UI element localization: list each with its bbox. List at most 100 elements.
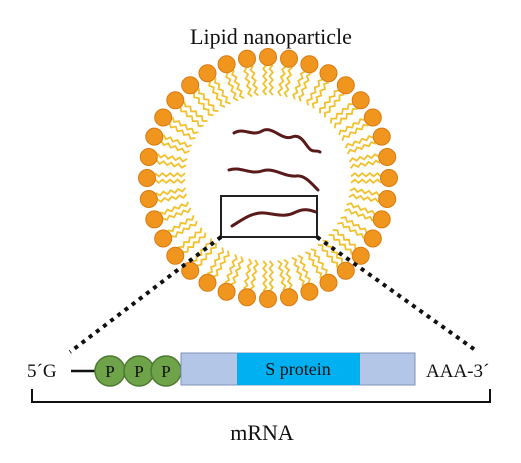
lipid-tail (230, 69, 245, 100)
lipid-tail (193, 92, 214, 117)
lipid-tail (277, 259, 287, 291)
lipid-tail (182, 232, 207, 253)
lipid-tail (310, 248, 328, 276)
lipid-head (166, 91, 185, 110)
lipid-tail (350, 172, 382, 178)
zoom-line-left (68, 235, 223, 354)
lipid-tail (249, 259, 259, 291)
lipid-tail (291, 256, 306, 287)
lipid-tail (317, 243, 338, 268)
lipid-tails (154, 64, 382, 292)
lipid-tail (155, 187, 187, 197)
lipid-tail (168, 122, 196, 140)
lipid-tail (162, 207, 192, 222)
lipid-head (363, 108, 382, 127)
zoom-box (220, 195, 318, 238)
lipid-tail (178, 227, 203, 248)
lipid-tail (311, 81, 330, 109)
phosphate-group-1: P (94, 355, 126, 387)
mrna-label: mRNA (230, 420, 294, 445)
lipid-head (378, 190, 397, 208)
phosphate-label-3: P (161, 362, 170, 381)
lipid-tail (283, 66, 293, 98)
lipid-head (139, 190, 158, 208)
lipid-tail (344, 134, 374, 149)
lipid-head (217, 55, 236, 74)
lipid-tail (159, 201, 190, 216)
diagram-title: Lipid nanoparticle (190, 24, 352, 49)
lipid-head (259, 48, 277, 66)
lipid-head (363, 229, 382, 248)
lipid-tail (249, 65, 259, 97)
lipid-tail (262, 260, 268, 292)
lipid-tail (348, 153, 380, 163)
lipid-head (336, 76, 355, 95)
lipid-tail (298, 72, 312, 102)
mrna-strand-1 (232, 128, 322, 154)
s-protein-label: S protein (265, 359, 331, 379)
lipid-tail (346, 140, 377, 155)
lipid-head (166, 246, 185, 265)
lipid-head (300, 282, 319, 301)
lipid-tail (328, 234, 353, 255)
lipid-tail (305, 251, 323, 279)
lipid-tail (344, 208, 374, 222)
lipid-head (280, 49, 298, 68)
lipid-tail (160, 140, 190, 154)
lipid-tail (332, 229, 357, 250)
lipid-tail (167, 215, 195, 233)
lipid-tail (196, 242, 217, 267)
lipid-tail (341, 123, 369, 141)
lipid-tail (224, 72, 239, 102)
lipid-tail (348, 193, 380, 203)
mrna-strand-3 (230, 208, 318, 228)
lipid-tail (346, 202, 376, 216)
mrna-bracket (31, 389, 491, 403)
lipid-tail (297, 254, 312, 284)
lipid-tail (224, 254, 238, 284)
lipid-tail (324, 93, 345, 118)
mrna-strand-2 (227, 167, 320, 192)
lipid-tail (155, 159, 187, 169)
lipid-head (380, 169, 398, 187)
lipid-tail (243, 66, 253, 98)
lipid-head (351, 246, 370, 265)
lipid-head (181, 76, 200, 95)
lipid-tail (337, 221, 365, 240)
lipid-tail (268, 64, 274, 96)
lipid-tail (212, 250, 230, 278)
lipid-tail (277, 65, 287, 97)
lipid-head (154, 108, 173, 127)
lipid-tail (340, 216, 368, 234)
lipid-tail (179, 106, 204, 127)
lipid-tail (262, 64, 268, 96)
lipid-head (198, 273, 217, 292)
lipid-head (319, 64, 338, 83)
lipid-tail (319, 89, 340, 114)
phosphate-label-2: P (134, 362, 143, 381)
lipid-tail (306, 78, 324, 106)
lipid-tail (162, 134, 192, 148)
lipid-head (372, 127, 391, 146)
lipid-head (217, 282, 236, 301)
lipid-head (351, 91, 370, 110)
lipid-tail (206, 247, 225, 275)
lipid-head (138, 169, 156, 187)
phosphate-label-1: P (105, 362, 114, 381)
lipid-head (259, 290, 277, 308)
lipid-head (336, 261, 355, 280)
zoom-line-right (315, 235, 480, 354)
lipid-tail (338, 118, 366, 136)
lipid-tail (171, 116, 199, 135)
lipid-head (145, 127, 164, 146)
lipid-tail (349, 159, 381, 169)
lipid-tail (154, 172, 186, 178)
lipid-tail (350, 178, 382, 184)
lipid-head (372, 210, 391, 229)
s-protein-region (237, 353, 360, 385)
lipid-head (198, 64, 217, 83)
lipid-head (280, 288, 298, 307)
lipid-head (238, 49, 256, 68)
lipid-head (378, 148, 397, 166)
